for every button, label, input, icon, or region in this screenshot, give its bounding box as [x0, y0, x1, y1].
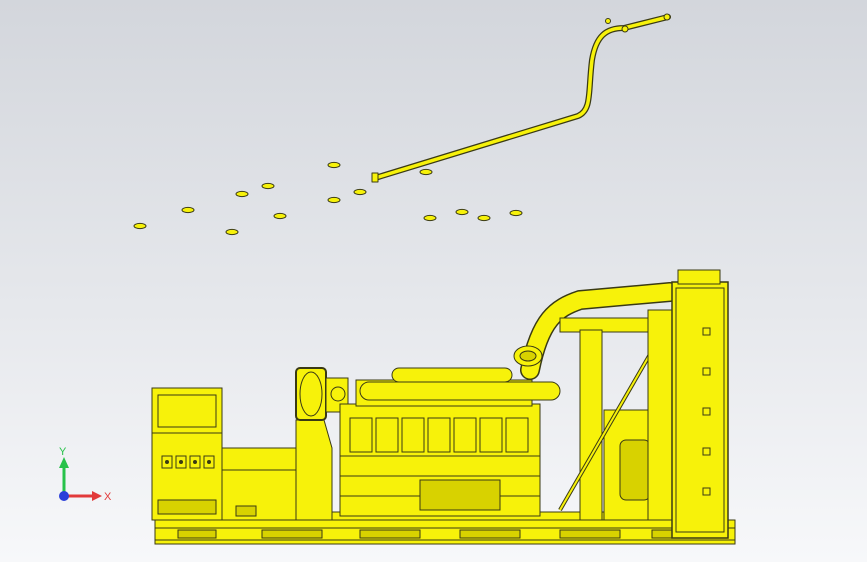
control-box[interactable]	[151, 387, 223, 521]
washer	[327, 161, 341, 169]
x-axis-label: X	[104, 491, 112, 503]
radiator-core[interactable]	[671, 269, 729, 539]
washer	[261, 182, 275, 190]
flywheel-coupling[interactable]	[295, 367, 349, 421]
washer	[273, 212, 287, 220]
washer	[235, 190, 249, 198]
y-axis-arrowhead	[59, 457, 69, 468]
exploded-washers[interactable]	[133, 161, 523, 236]
washer	[477, 214, 491, 222]
washer	[419, 168, 433, 176]
washer	[455, 208, 469, 216]
z-axis-dot	[59, 491, 69, 501]
washer	[353, 188, 367, 196]
alternator-housing[interactable]	[221, 419, 333, 521]
washer	[509, 209, 523, 217]
exhaust-pipe-exploded[interactable]	[371, 13, 671, 183]
y-axis-label: Y	[59, 446, 67, 458]
washer	[423, 214, 437, 222]
x-axis-arrowhead	[92, 491, 102, 501]
turbo-air-pipe[interactable]	[513, 282, 680, 380]
washer	[133, 222, 147, 230]
washer	[181, 206, 195, 214]
washer	[327, 196, 341, 204]
generator-set-assembly[interactable]	[151, 269, 736, 545]
coordinate-triad: Y X	[59, 446, 112, 503]
washer	[225, 228, 239, 236]
engine-block[interactable]	[339, 367, 561, 517]
radiator-frame[interactable]	[558, 309, 675, 521]
